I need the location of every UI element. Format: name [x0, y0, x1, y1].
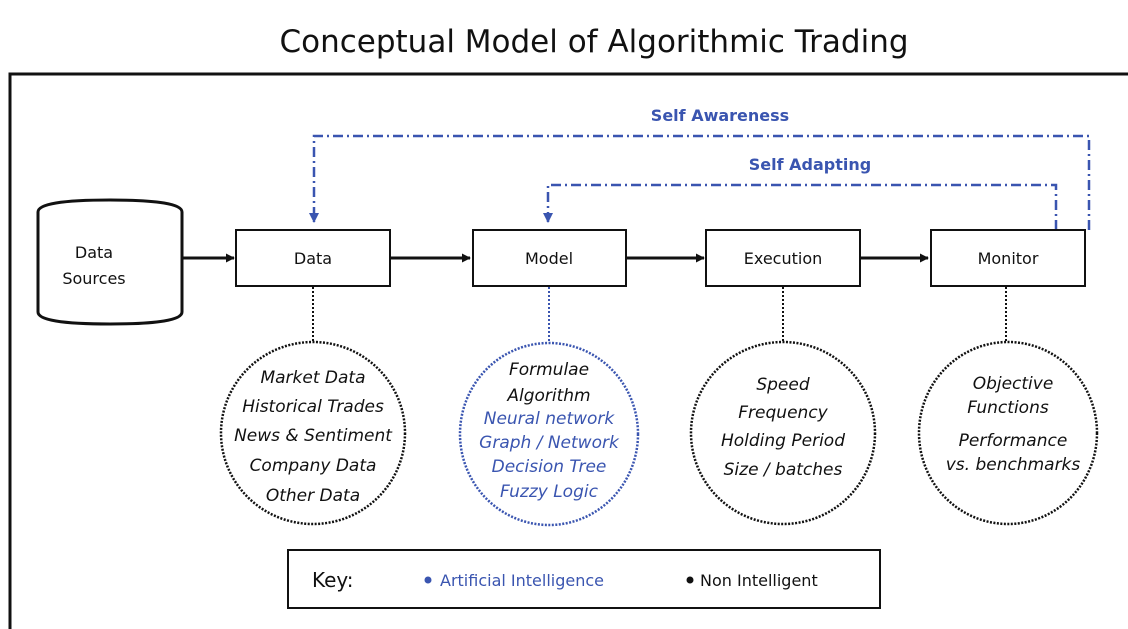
stage-monitor: Monitor [930, 229, 1086, 287]
detail-circle-data: Market Data Historical Trades News & Sen… [219, 340, 407, 526]
data-detail-item: Market Data [260, 368, 365, 388]
execution-detail-item: Speed [756, 375, 810, 395]
diagram-frame [8, 72, 1128, 629]
detail-circle-execution: Speed Frequency Holding Period Size / ba… [689, 340, 877, 526]
execution-detail-item: Holding Period [721, 431, 845, 451]
data-detail-item: News & Sentiment [234, 426, 393, 446]
legend-ai-label: Artificial Intelligence [440, 571, 604, 590]
data-sources-label-2: Sources [62, 269, 125, 288]
self-awareness-loop: Self Awareness [309, 106, 1091, 230]
self-adapting-label: Self Adapting [749, 155, 871, 174]
stage-model-label: Model [525, 249, 573, 268]
legend-ai-dot [424, 576, 432, 584]
stage-data: Data [235, 229, 391, 287]
model-ai-item: Graph / Network [479, 433, 620, 453]
stage-monitor-label: Monitor [978, 249, 1039, 268]
data-detail-item: Historical Trades [242, 397, 384, 417]
stage-execution-label: Execution [744, 249, 823, 268]
stage-execution: Execution [705, 229, 861, 287]
self-awareness-label: Self Awareness [651, 106, 789, 125]
monitor-detail-item: vs. benchmarks [946, 455, 1081, 475]
model-ai-item: Neural network [484, 409, 616, 429]
detail-circle-model: Formulae Algorithm Neural network Graph … [458, 341, 640, 527]
stage-data-label: Data [294, 249, 332, 268]
monitor-detail-item: Performance [959, 431, 1068, 451]
legend-title: Key: [312, 568, 354, 592]
data-detail-item: Company Data [250, 456, 377, 476]
model-detail-item: Algorithm [506, 386, 590, 406]
legend-non-ai-dot [686, 576, 694, 584]
data-sources-label-1: Data [75, 243, 113, 262]
execution-detail-item: Size / batches [724, 460, 843, 480]
detail-circle-monitor: Objective Functions Performance vs. benc… [917, 340, 1099, 526]
self-adapting-loop: Self Adapting [543, 155, 1058, 230]
monitor-detail-item: Functions [967, 398, 1049, 418]
model-detail-item: Formulae [509, 360, 589, 380]
monitor-detail-item: Objective [973, 374, 1054, 394]
data-detail-item: Other Data [266, 486, 360, 506]
legend-box: Key: Artificial Intelligence Non Intelli… [287, 549, 881, 609]
model-ai-item: Decision Tree [492, 457, 607, 477]
model-ai-item: Fuzzy Logic [500, 482, 599, 502]
data-sources-cylinder: Data Sources [36, 198, 184, 326]
page-title: Conceptual Model of Algorithmic Trading [279, 24, 908, 60]
stage-model: Model [472, 229, 627, 287]
execution-detail-item: Frequency [738, 403, 828, 423]
legend-non-ai-label: Non Intelligent [700, 571, 818, 590]
